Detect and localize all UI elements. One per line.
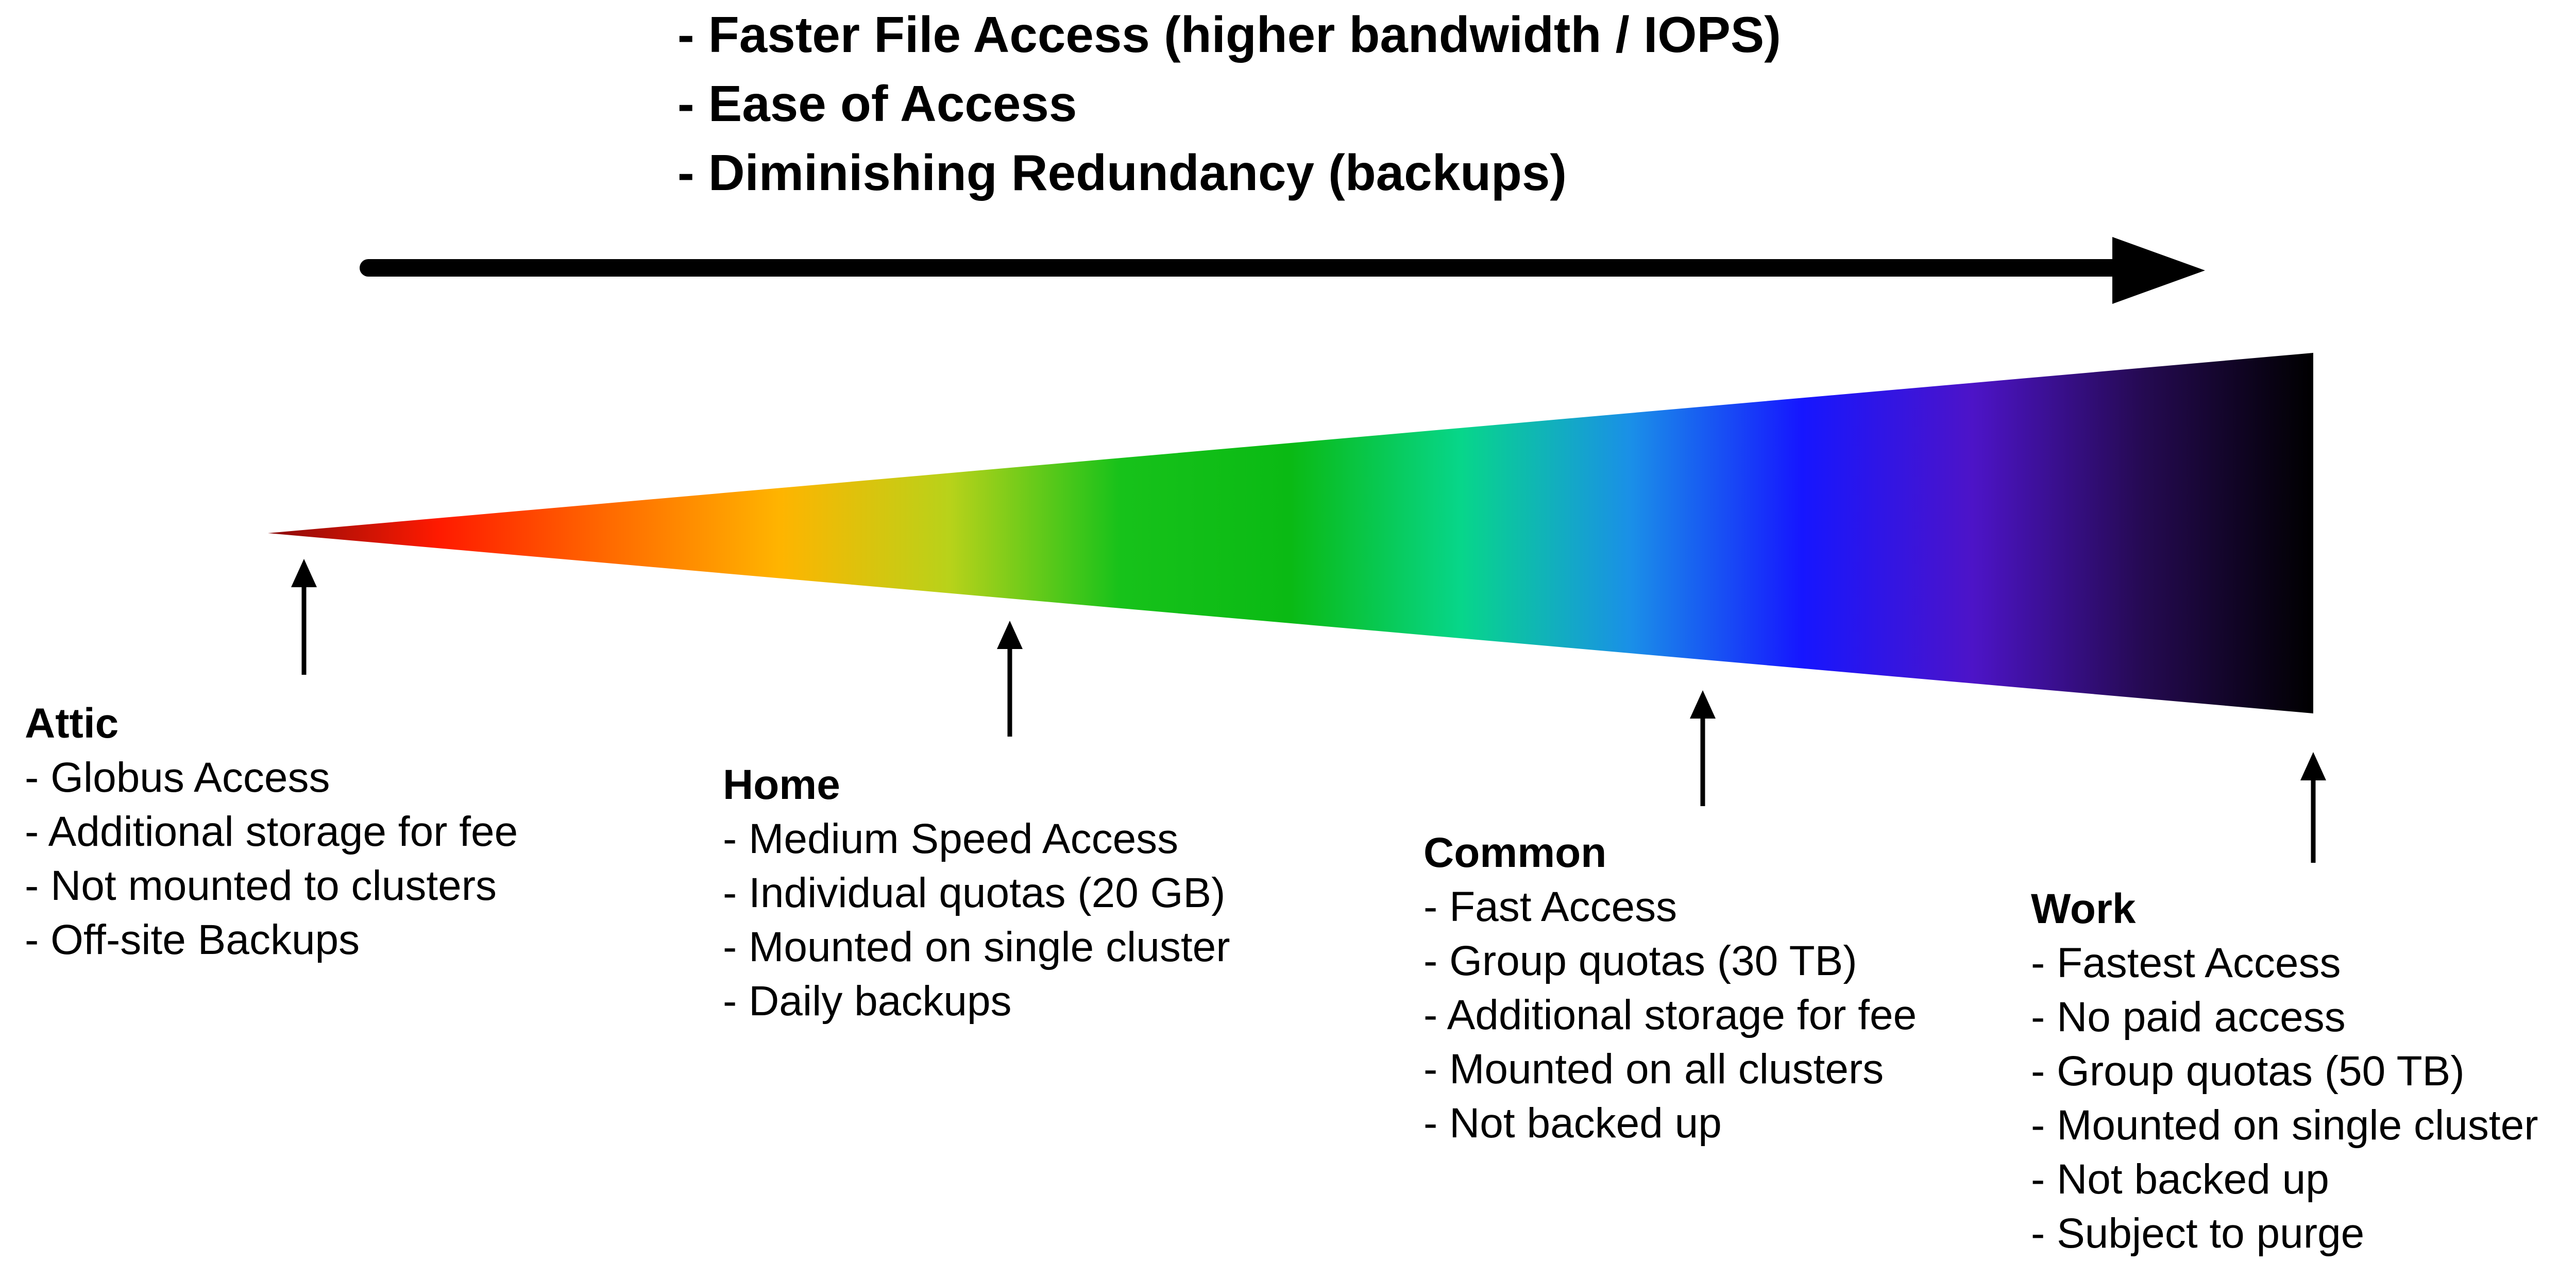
list-item: - Additional storage for fee <box>1423 992 1917 1038</box>
list-item: - Off-site Backups <box>25 916 360 963</box>
direction-arrow-head <box>2112 237 2205 304</box>
list-item: - Daily backups <box>723 978 1012 1025</box>
tier-title: Common <box>1423 829 1607 876</box>
list-item: - Not backed up <box>2031 1156 2329 1203</box>
list-item: - Group quotas (30 TB) <box>1423 937 1857 984</box>
header-points: - Faster File Access (higher bandwidth /… <box>677 0 1781 207</box>
list-item: - Fast Access <box>1423 883 1677 930</box>
tier-items: - Fastest Access - No paid access - Grou… <box>2031 936 2538 1260</box>
pointer-arrow-common <box>1690 690 1716 806</box>
tier-title: Home <box>723 761 840 808</box>
header-point: - Ease of Access <box>677 75 1077 132</box>
list-item: - No paid access <box>2031 994 2346 1041</box>
pointer-arrow-attic <box>291 559 317 675</box>
tier-work: Work - Fastest Access - No paid access -… <box>2031 882 2538 1260</box>
header-point: - Faster File Access (higher bandwidth /… <box>677 6 1781 63</box>
list-item: - Not mounted to clusters <box>25 862 497 909</box>
list-item: - Additional storage for fee <box>25 808 518 855</box>
list-item: - Globus Access <box>25 754 330 801</box>
spectrum-wedge <box>268 353 2313 713</box>
tier-home: Home - Medium Speed Access - Individual … <box>723 758 1230 1028</box>
list-item: - Subject to purge <box>2031 1210 2365 1257</box>
list-item: - Group quotas (50 TB) <box>2031 1048 2465 1095</box>
list-item: - Fastest Access <box>2031 940 2341 986</box>
tier-items: - Globus Access - Additional storage for… <box>25 751 518 967</box>
header-point: - Diminishing Redundancy (backups) <box>677 144 1567 201</box>
list-item: - Mounted on single cluster <box>723 924 1230 970</box>
list-item: - Mounted on all clusters <box>1423 1046 1884 1093</box>
tier-title: Work <box>2031 885 2136 932</box>
tier-items: - Fast Access - Group quotas (30 TB) - A… <box>1423 880 1917 1150</box>
tier-common: Common - Fast Access - Group quotas (30 … <box>1423 826 1917 1150</box>
tier-items: - Medium Speed Access - Individual quota… <box>723 812 1230 1028</box>
pointer-arrow-home <box>997 621 1023 737</box>
list-item: - Medium Speed Access <box>723 815 1179 862</box>
tier-attic: Attic - Globus Access - Additional stora… <box>25 696 518 967</box>
list-item: - Individual quotas (20 GB) <box>723 869 1226 916</box>
tier-title: Attic <box>25 700 119 747</box>
list-item: - Mounted on single cluster <box>2031 1102 2538 1149</box>
pointer-arrow-work <box>2300 752 2326 863</box>
list-item: - Not backed up <box>1423 1100 1722 1147</box>
